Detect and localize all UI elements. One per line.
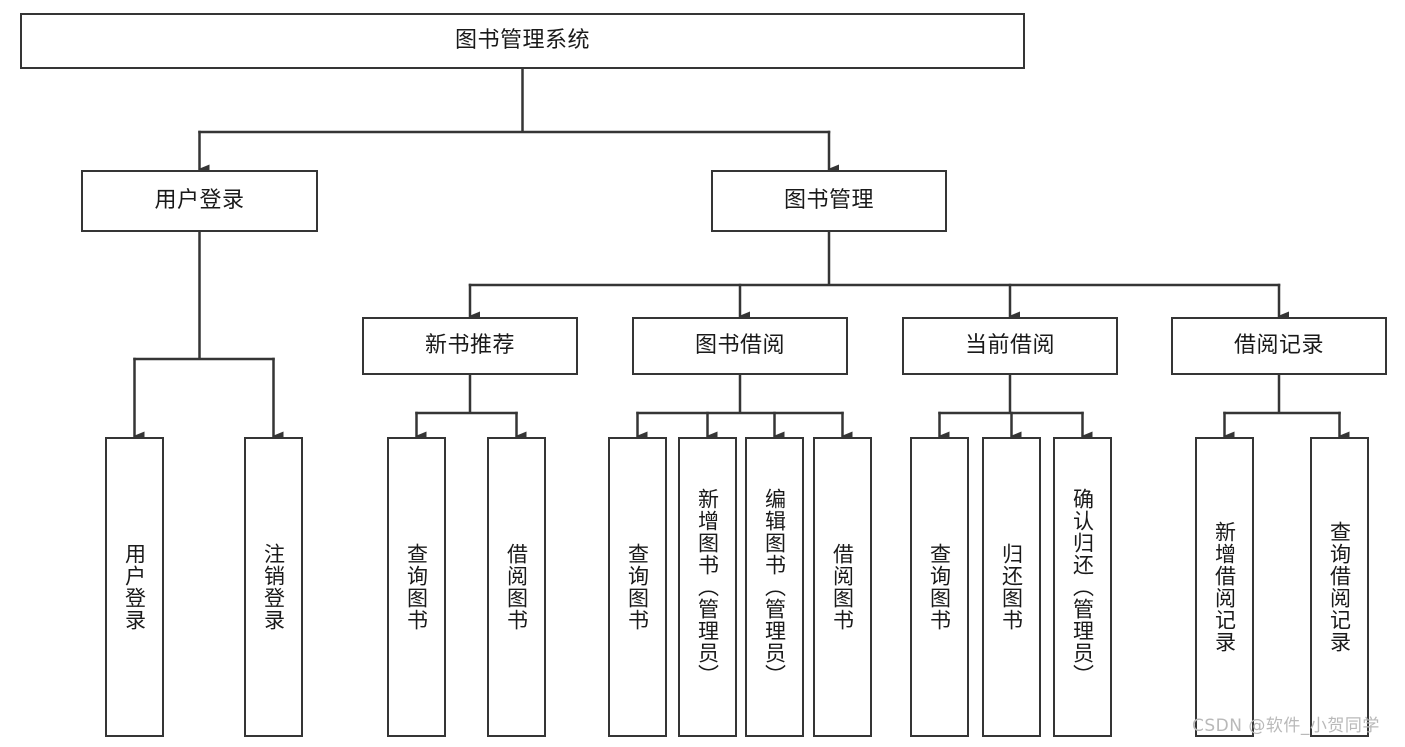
node-leaf-query-book-3[interactable]: 查询图书 xyxy=(910,437,969,737)
node-borrow-record[interactable]: 借阅记录 xyxy=(1171,317,1387,375)
node-leaf-logout[interactable]: 注销登录 xyxy=(244,437,303,737)
node-label: 当前借阅 xyxy=(964,332,1055,358)
node-leaf-query-book-2[interactable]: 查询图书 xyxy=(608,437,667,737)
node-label: 查询图书 xyxy=(404,543,429,631)
edge-bus-book-borrow xyxy=(636,373,844,415)
node-label: 图书管理 xyxy=(783,187,874,213)
csdn-watermark: CSDN @软件_小贺同学 xyxy=(1192,716,1380,736)
node-label: 新书推荐 xyxy=(424,332,515,358)
node-leaf-edit-book[interactable]: 编辑图书（管理员） xyxy=(745,437,804,737)
node-label: 新增借阅记录 xyxy=(1212,521,1237,653)
node-leaf-user-login[interactable]: 用户登录 xyxy=(105,437,164,737)
edge-bus-new-book-rec xyxy=(415,373,518,415)
node-book-manage[interactable]: 图书管理 xyxy=(711,170,947,232)
node-leaf-borrow-book-1[interactable]: 借阅图书 xyxy=(487,437,546,737)
node-label: 借阅记录 xyxy=(1233,332,1324,358)
node-leaf-add-book[interactable]: 新增图书（管理员） xyxy=(678,437,737,737)
node-label: 用户登录 xyxy=(122,543,147,631)
node-label: 确认归还（管理员） xyxy=(1070,488,1095,686)
node-label: 归还图书 xyxy=(999,543,1024,631)
node-label: 图书管理系统 xyxy=(454,27,590,53)
node-new-book-rec[interactable]: 新书推荐 xyxy=(362,317,578,375)
node-leaf-borrow-book-2[interactable]: 借阅图书 xyxy=(813,437,872,737)
node-label: 查询图书 xyxy=(927,543,952,631)
edge-bus-user-login xyxy=(133,230,275,361)
node-leaf-return-book[interactable]: 归还图书 xyxy=(982,437,1041,737)
node-label: 图书借阅 xyxy=(694,332,785,358)
node-root[interactable]: 图书管理系统 xyxy=(20,13,1025,69)
node-label: 注销登录 xyxy=(261,543,286,631)
edge-bus-current-borrow xyxy=(938,373,1084,415)
node-book-borrow[interactable]: 图书借阅 xyxy=(632,317,848,375)
node-current-borrow[interactable]: 当前借阅 xyxy=(902,317,1118,375)
node-leaf-confirm-return[interactable]: 确认归还（管理员） xyxy=(1053,437,1112,737)
node-leaf-add-record[interactable]: 新增借阅记录 xyxy=(1195,437,1254,737)
node-leaf-query-book-1[interactable]: 查询图书 xyxy=(387,437,446,737)
node-user-login[interactable]: 用户登录 xyxy=(81,170,318,232)
node-label: 用户登录 xyxy=(154,187,245,213)
edge-bus-root xyxy=(198,67,831,134)
node-label: 借阅图书 xyxy=(830,543,855,631)
node-label: 编辑图书（管理员） xyxy=(762,488,787,686)
node-leaf-query-record[interactable]: 查询借阅记录 xyxy=(1310,437,1369,737)
node-label: 查询借阅记录 xyxy=(1327,521,1352,653)
edge-bus-book-manage xyxy=(468,230,1281,287)
node-label: 查询图书 xyxy=(625,543,650,631)
node-label: 新增图书（管理员） xyxy=(695,488,720,686)
edge-bus-borrow-record xyxy=(1223,373,1341,415)
node-label: 借阅图书 xyxy=(504,543,529,631)
